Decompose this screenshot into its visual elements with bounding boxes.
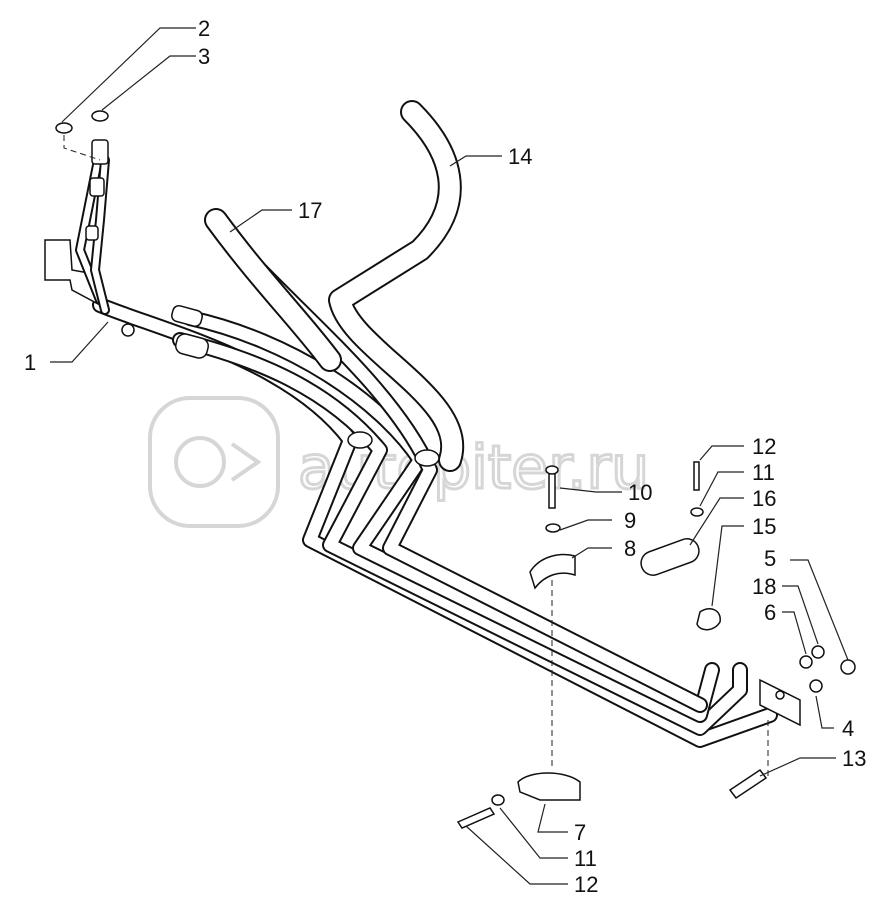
end-plate-13 <box>728 678 801 800</box>
callout-12-bottom: 12 <box>574 872 598 897</box>
hose-14 <box>328 100 465 472</box>
callout-11-top: 11 <box>752 460 775 485</box>
callout-12-top: 12 <box>752 434 776 459</box>
callout-5: 5 <box>764 546 776 571</box>
callout-2: 2 <box>198 16 210 41</box>
bracket-1 <box>44 139 135 337</box>
hose-17 <box>204 208 342 372</box>
callout-11-bottom: 11 <box>574 846 597 871</box>
callouts: 1 2 3 14 17 12 11 10 16 9 15 8 5 18 6 4 … <box>24 16 866 897</box>
callout-17: 17 <box>298 198 322 223</box>
callout-18: 18 <box>752 574 776 599</box>
leader-lines <box>50 27 849 885</box>
callout-16: 16 <box>752 486 776 511</box>
callout-7: 7 <box>574 820 586 845</box>
callout-4: 4 <box>842 716 854 741</box>
callout-13: 13 <box>842 746 866 771</box>
callout-1: 1 <box>24 350 36 375</box>
callout-6: 6 <box>764 600 776 625</box>
callout-3: 3 <box>198 44 210 69</box>
small-parts <box>55 110 856 829</box>
callout-10: 10 <box>628 480 652 505</box>
callout-14: 14 <box>508 144 532 169</box>
hose-sleeves <box>171 304 440 467</box>
callout-8: 8 <box>624 536 636 561</box>
assembly-lines <box>63 135 769 780</box>
callout-15: 15 <box>752 514 776 539</box>
callout-9: 9 <box>624 508 636 533</box>
